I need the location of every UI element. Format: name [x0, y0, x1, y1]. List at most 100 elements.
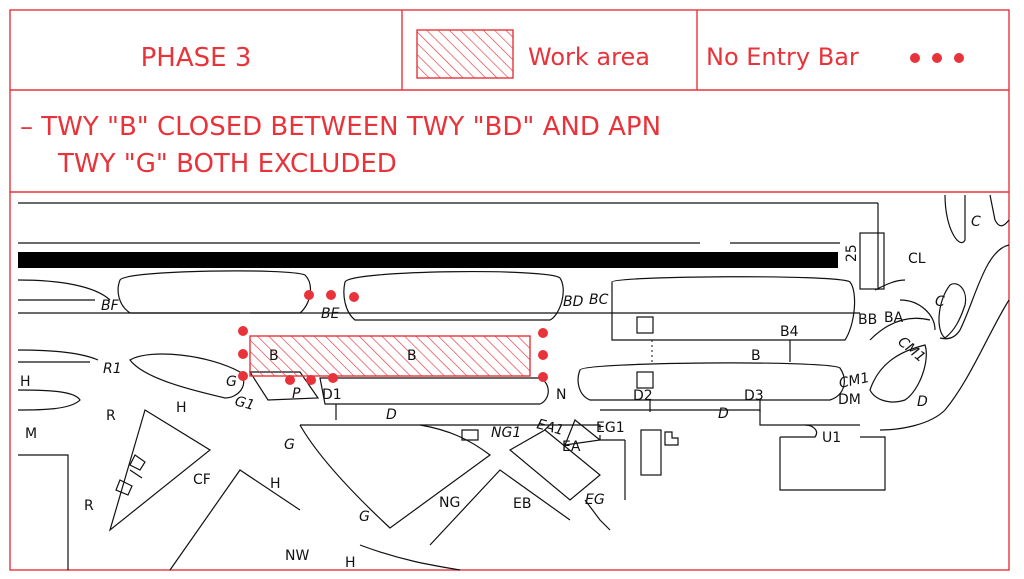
label-nw: NW — [285, 548, 309, 564]
grass-island — [117, 270, 312, 314]
building-u1 — [779, 436, 886, 491]
twy-edge — [359, 544, 461, 571]
outer-border — [9, 9, 1010, 571]
grass-island — [343, 270, 564, 321]
label-twy-b: B — [751, 348, 761, 364]
apron-ng — [429, 469, 571, 546]
no-entry-dot — [910, 53, 920, 63]
label-twy-be: BE — [321, 306, 340, 322]
label-twy-ea1: EA1 — [535, 416, 566, 439]
label-d2: D2 — [633, 388, 653, 404]
no-entry-dot — [326, 290, 336, 300]
twy-edge — [780, 424, 818, 438]
label-twy-b: B — [269, 348, 279, 364]
label-stand-r: R — [106, 408, 116, 424]
phase-title: PHASE 3 — [141, 43, 252, 73]
no-entry-dot — [538, 328, 548, 338]
label-d3: D3 — [744, 388, 764, 404]
note-line-1: – TWY "B" CLOSED BETWEEN TWY "BD" AND AP… — [20, 112, 661, 142]
no-entry-dot — [238, 349, 248, 359]
label-twy-h: H — [345, 555, 356, 571]
label-twy-d: D — [718, 406, 729, 422]
runway-threshold — [859, 232, 885, 290]
no-entry-label: No Entry Bar — [706, 43, 859, 71]
no-entry-dot — [932, 53, 942, 63]
twy-c-edge — [944, 194, 966, 243]
grass-island — [129, 353, 245, 399]
label-twy-h: H — [270, 476, 281, 492]
building-cluster — [115, 454, 146, 496]
no-entry-dot — [328, 373, 338, 383]
label-twy-c: C — [935, 294, 945, 310]
label-stand-r: R — [84, 498, 94, 514]
label-ea: EA — [562, 439, 581, 455]
twy-edge — [17, 279, 111, 301]
label-twy-g1: G1 — [233, 393, 256, 414]
no-entry-bars — [238, 290, 548, 385]
label-twy-n: N — [556, 387, 566, 403]
building — [640, 429, 662, 476]
twy-d-edge — [879, 299, 1010, 431]
label-ng: NG — [439, 495, 460, 511]
no-entry-dot — [238, 371, 248, 381]
label-runway-25: 25 — [844, 244, 860, 262]
apron-stand — [636, 316, 654, 334]
twy-c-edge — [939, 244, 1010, 340]
label-cf: CF — [193, 472, 211, 488]
grass-island — [319, 377, 549, 405]
label-cl: CL — [908, 251, 926, 267]
apron-ea1 — [564, 419, 602, 446]
label-twy-h: H — [176, 400, 187, 416]
label-twy-ng1: NG1 — [491, 425, 521, 441]
note-line-2: TWY "G" BOTH EXCLUDED — [57, 149, 397, 179]
apron-cf — [169, 469, 301, 571]
twy-edge — [899, 299, 936, 331]
no-entry-dot — [538, 350, 548, 360]
label-twy-g: G — [284, 437, 295, 453]
label-twy-ba: BA — [884, 310, 904, 326]
label-twy-bc: BC — [589, 292, 609, 308]
no-entry-dot — [954, 53, 964, 63]
map-labels: C CL C 25 BF BE BD BC BB BA B4 B B B CM1… — [20, 214, 981, 571]
twy-edge — [17, 349, 99, 361]
label-twy-p: P — [292, 386, 301, 402]
label-twy-g: G — [359, 509, 370, 525]
label-twy-bb: BB — [858, 312, 877, 328]
apron-g — [299, 424, 492, 529]
building-m — [18, 454, 69, 570]
twy-edge — [17, 389, 81, 411]
no-entry-dot — [285, 375, 295, 385]
grass-island — [611, 276, 856, 341]
label-dm: DM — [838, 392, 861, 408]
grass-island — [869, 344, 927, 403]
label-twy-cm1: CM1 — [894, 334, 928, 366]
twy-d-edge — [300, 424, 601, 430]
label-twy-bd: BD — [563, 294, 584, 310]
twy-edge — [874, 279, 906, 291]
no-entry-dot — [304, 290, 314, 300]
label-twy-r1: R1 — [103, 361, 122, 377]
no-entry-dot — [306, 375, 316, 385]
label-twy-b: B — [407, 348, 417, 364]
label-eb: EB — [513, 496, 531, 512]
work-area-label: Work area — [528, 43, 650, 71]
building — [461, 429, 479, 441]
no-entry-dot — [538, 372, 548, 382]
twy-edge — [584, 499, 611, 531]
label-twy-c: C — [971, 214, 981, 230]
label-twy-eg1: EG1 — [596, 420, 625, 436]
label-eg: EG — [585, 492, 605, 508]
twy-d-edge — [600, 409, 860, 426]
work-area-legend: Work area — [416, 29, 650, 79]
label-u1: U1 — [822, 430, 841, 446]
twy-c-edge — [989, 194, 1010, 227]
no-entry-legend: No Entry Bar — [706, 43, 964, 71]
work-area-zone — [249, 335, 531, 377]
apron-stand — [636, 371, 654, 389]
no-entry-dot — [349, 292, 359, 302]
label-twy-cm1: CM1 — [838, 370, 871, 392]
map-linework — [17, 194, 1010, 571]
label-twy-d: D — [386, 407, 397, 423]
apron-r — [108, 409, 212, 532]
